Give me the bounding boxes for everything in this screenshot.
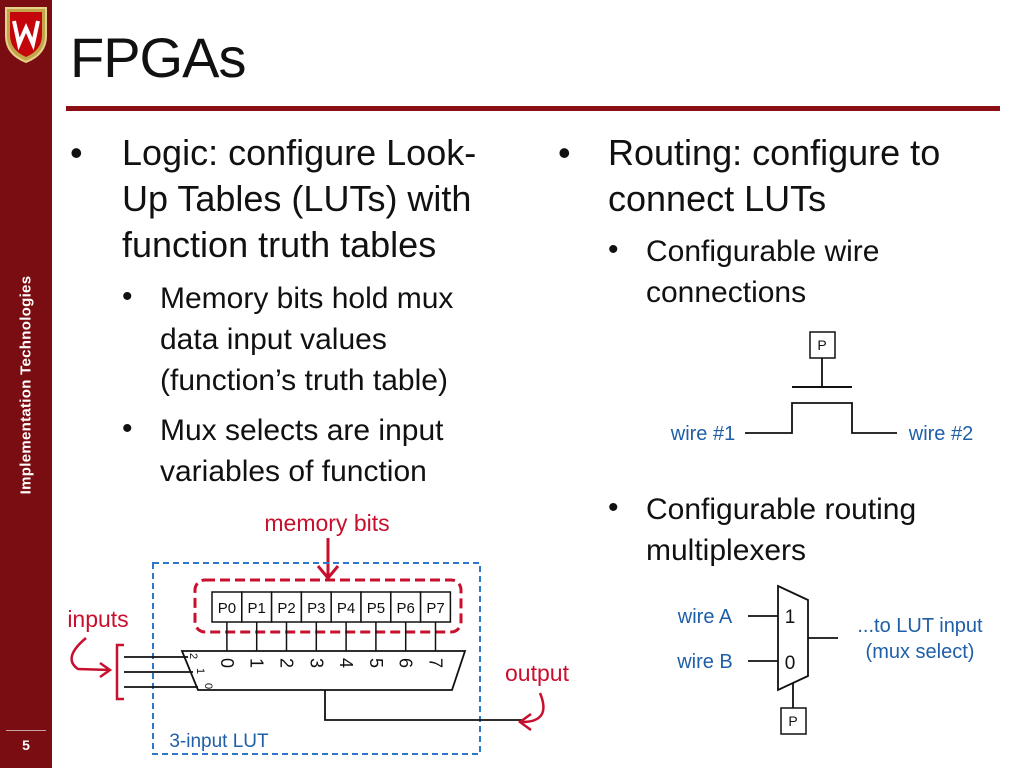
mux-input-number: 5 — [366, 658, 386, 668]
bullet-dot: • — [122, 280, 133, 313]
lut-mux-shape — [180, 650, 467, 691]
pass-transistor-p-box — [809, 331, 836, 359]
subbullet-line: Mux selects are input — [160, 414, 444, 447]
subbullet-line: multiplexers — [646, 534, 807, 567]
inputs-arrow — [70, 637, 111, 672]
output-arrow — [521, 692, 545, 724]
mux-input-wires — [748, 615, 778, 662]
output-arrowhead — [517, 712, 532, 732]
wireB-label: wire B — [676, 651, 733, 673]
inputs-bracket — [115, 643, 124, 701]
mux-output-label-2: (mux select) — [866, 641, 975, 663]
memory-cell — [419, 591, 452, 623]
memory-cell-label: P1 — [248, 600, 266, 617]
channel-wire — [745, 402, 897, 434]
mux-input-number: 6 — [396, 658, 416, 668]
memory-cell-label: P6 — [397, 600, 415, 617]
mux-input-number: 3 — [306, 658, 326, 668]
mux-select-number: 0 — [202, 683, 214, 689]
bullet-dot: • — [122, 412, 133, 445]
memory-bits-label: memory bits — [264, 510, 389, 536]
memory-cell-label: P4 — [337, 600, 355, 617]
bullet-dot: • — [70, 132, 83, 173]
subbullet-line: data input values — [160, 323, 387, 356]
memory-cell-label: P2 — [277, 600, 295, 617]
bullet-dot: • — [608, 491, 619, 524]
university-crest-icon — [5, 7, 47, 64]
memory-cell — [211, 591, 243, 623]
p-label: P — [817, 337, 826, 353]
bullet-routing-line: connect LUTs — [608, 178, 827, 219]
subbullet-line: Memory bits hold mux — [160, 282, 454, 315]
subbullet-line: Configurable wire — [646, 235, 880, 268]
memory-cell-label: P3 — [307, 600, 325, 617]
bullet-logic-line: function truth tables — [122, 224, 437, 265]
select-input-wires — [124, 656, 198, 688]
wireA-label: wire A — [677, 606, 733, 628]
memory-cell-label: P7 — [426, 600, 444, 617]
memory-cell-label: P5 — [367, 600, 385, 617]
memory-cell-label: P0 — [218, 600, 236, 617]
mux-p-box — [780, 707, 807, 735]
bullet-logic-line: Logic: configure Look- — [122, 132, 477, 173]
sidebar: Implementation Technologies 5 — [0, 0, 52, 768]
memory-cell — [270, 591, 303, 623]
mux-input-0: 0 — [785, 653, 796, 674]
mux-select-number: 1 — [194, 668, 206, 674]
subbullet-line: variables of function — [160, 455, 427, 488]
mux-input-1: 1 — [785, 607, 796, 628]
memory-arrowhead — [316, 565, 340, 581]
output-wire — [324, 690, 522, 721]
page-divider — [6, 730, 46, 731]
mux-input-number: 7 — [426, 658, 446, 668]
mux-select-numbers: 2 1 0 — [187, 653, 214, 689]
inputs-arrowhead — [99, 661, 113, 679]
routing-mux-diagram: 1 0 P wire A wire B ...to LUT input (mux… — [676, 584, 983, 735]
mux-p-label: P — [788, 713, 797, 729]
mux-input-number: 1 — [247, 658, 267, 668]
subbullet-line: Configurable routing — [646, 493, 917, 526]
mux-select-number: 2 — [187, 653, 199, 659]
lut-label: 3-input LUT — [169, 731, 269, 752]
mux-input-number: 4 — [336, 658, 356, 668]
wire2-label: wire #2 — [908, 423, 973, 445]
output-label: output — [505, 660, 570, 686]
bullet-dot: • — [558, 132, 571, 173]
mux-input-number: 0 — [217, 658, 237, 668]
bullet-dot: • — [608, 233, 619, 266]
page-number: 5 — [22, 737, 30, 753]
bullet-logic-line: Up Tables (LUTs) with — [122, 178, 472, 219]
mux-output-label-1: ...to LUT input — [857, 615, 983, 637]
memory-bits-highlight — [193, 578, 463, 634]
inputs-label: inputs — [67, 606, 128, 632]
subbullet-line: (function’s truth table) — [160, 364, 448, 397]
memory-cells: P0 P1 P2 P3 P4 P5 P6 P7 — [211, 591, 452, 651]
memory-cell — [390, 591, 422, 623]
wire-connection-diagram: P wire #1 wire #2 — [670, 331, 973, 445]
subbullet-line: connections — [646, 276, 807, 309]
wire1-label: wire #1 — [670, 423, 735, 445]
routing-mux-shape — [777, 584, 809, 692]
lut-boundary — [152, 562, 481, 755]
title-rule — [66, 106, 1000, 111]
mux-input-number: 2 — [277, 658, 297, 668]
bullet-routing-line: Routing: configure to — [608, 132, 941, 173]
slide-title: FPGAs — [70, 26, 246, 89]
